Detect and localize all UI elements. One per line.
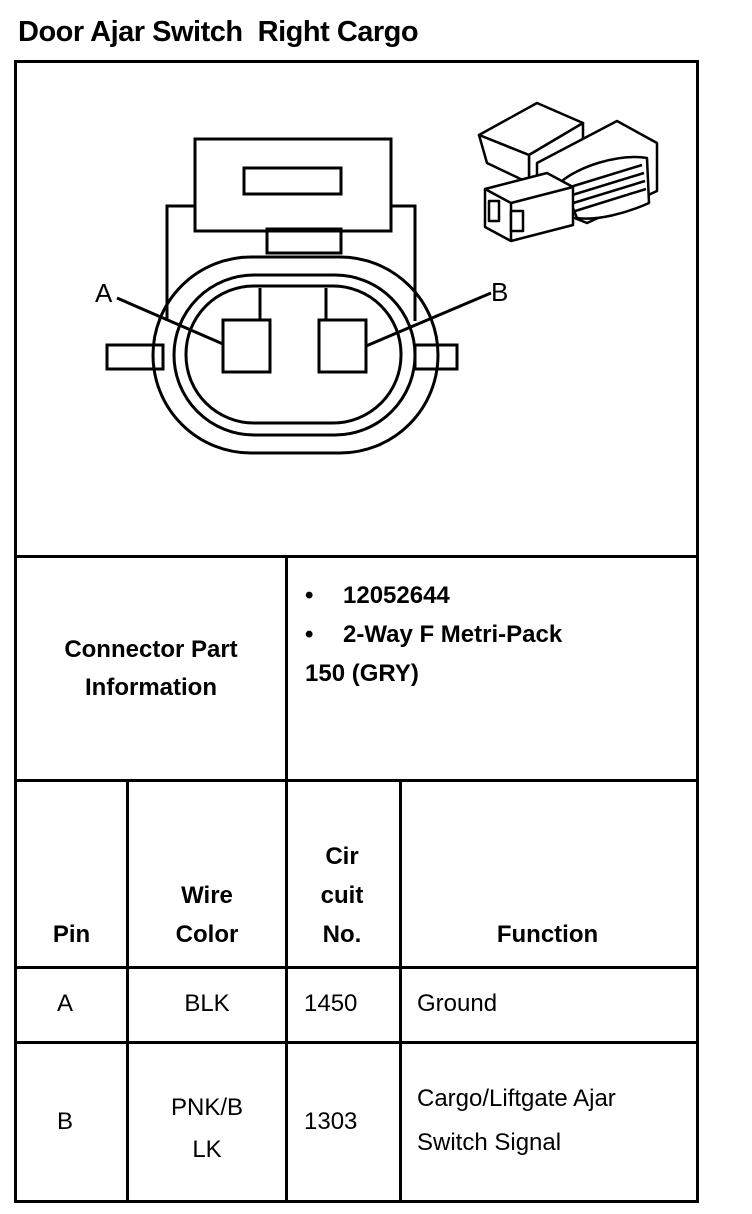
connector-info-list: •12052644 •2-Way F Metri-Pack 150 (GRY) [305, 576, 695, 693]
row-a-circuit: 1450 [304, 990, 358, 1017]
row-a-function: Ground [417, 990, 498, 1017]
connector-body [165, 204, 417, 321]
pin-b-leader [365, 291, 492, 348]
header-function: Function [496, 921, 599, 948]
row-a-wire: BLK [184, 990, 230, 1017]
part-number-item: •12052644 [305, 582, 450, 609]
pin-a-leader [116, 296, 224, 346]
header-wire-color: Wire Color [175, 882, 239, 948]
divider-header [17, 966, 696, 969]
connector-frame: A B Connector Part Information •12052644… [14, 60, 699, 1203]
header-circuit: Cir cuit No. [320, 843, 364, 948]
divider-info [17, 779, 696, 782]
left-ear [105, 343, 165, 371]
latch-housing [193, 137, 393, 233]
connector-diagram: A B [95, 101, 659, 455]
divider-info-vertical [285, 555, 288, 781]
connector-info-label-line2: Information [85, 674, 217, 701]
row-b-wire: PNK/B LK [170, 1094, 244, 1163]
divider-row-a [17, 1041, 696, 1044]
col-divider-3 [399, 779, 402, 1200]
header-pin: Pin [52, 921, 91, 948]
connector-type-continuation: 150 (GRY) [305, 660, 419, 687]
row-a-pin: A [56, 990, 73, 1017]
connector-info-label-line1: Connector Part [64, 636, 238, 663]
pin-b-label: B [491, 277, 508, 307]
connector-3d-illustration [477, 101, 659, 243]
connector-info-label: Connector Part Information [17, 631, 285, 707]
col-divider-2 [285, 779, 288, 1200]
row-b-pin: B [56, 1108, 73, 1135]
middle-oval [172, 273, 417, 437]
pin-a-label: A [95, 278, 113, 308]
row-b-function: Cargo/Liftgate Ajar Switch Signal [417, 1085, 616, 1156]
connector-type-item: •2-Way F Metri-Pack [305, 621, 563, 648]
page-title: Door Ajar Switch Right Cargo [18, 16, 419, 48]
pin-cavity-b [317, 318, 368, 374]
row-b-circuit: 1303 [304, 1108, 358, 1135]
outer-oval [151, 255, 440, 455]
latch-window [242, 166, 343, 196]
pin-cavity-a [221, 318, 272, 374]
inner-oval [184, 284, 403, 425]
latch-tab [265, 227, 343, 255]
col-divider-1 [126, 779, 129, 1200]
divider-diagram [17, 555, 696, 558]
